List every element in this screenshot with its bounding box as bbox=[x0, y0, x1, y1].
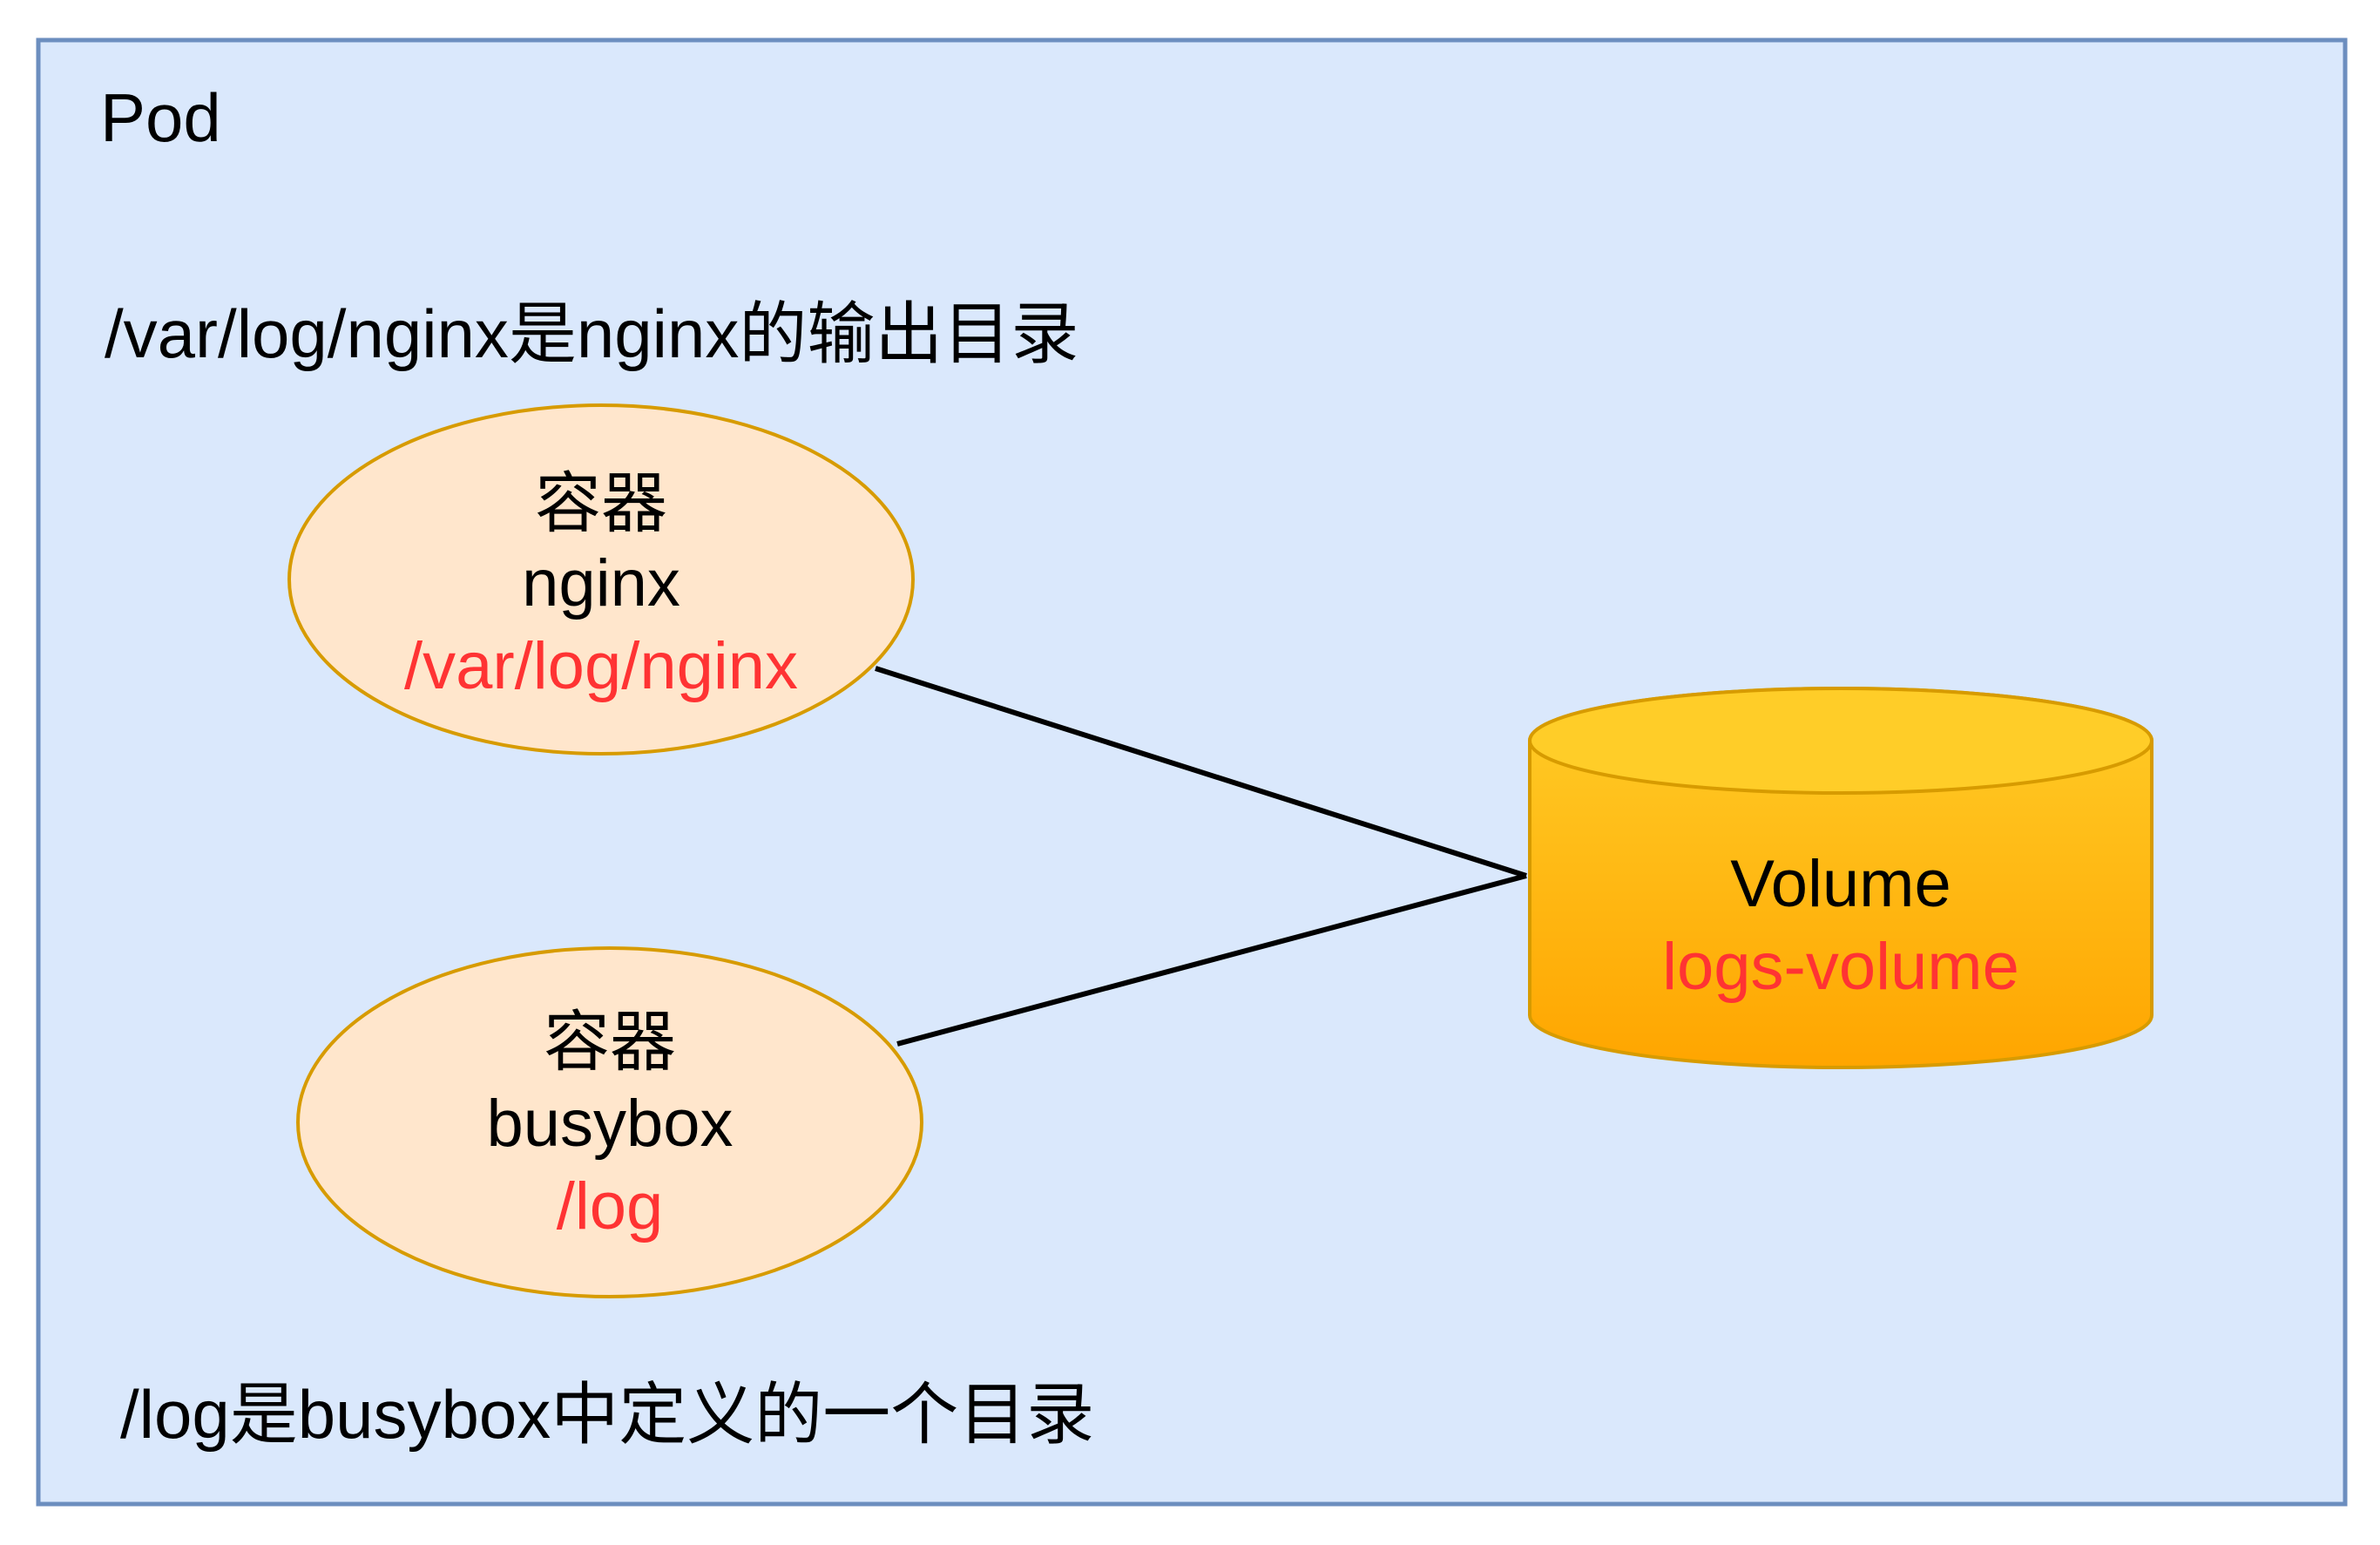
container-busybox-path: /log bbox=[557, 1169, 664, 1243]
container-busybox-shape bbox=[296, 946, 923, 1298]
connector-busybox-volume bbox=[896, 873, 1527, 1047]
container-busybox-kind: 容器 bbox=[544, 1006, 676, 1080]
container-nginx-name: nginx bbox=[522, 546, 680, 620]
connector-nginx-volume bbox=[875, 666, 1527, 878]
container-nginx-shape bbox=[287, 403, 915, 756]
container-nginx-kind: 容器 bbox=[535, 467, 667, 541]
pod-label: Pod bbox=[100, 79, 221, 156]
pod-note-bottom: /log是busybox中定义的一个目录 bbox=[120, 1376, 1094, 1453]
container-nginx: 容器 nginx /var/log/nginx bbox=[287, 403, 915, 756]
volume-cylinder: Volume logs-volume bbox=[1528, 687, 2153, 1069]
container-busybox-name: busybox bbox=[486, 1087, 733, 1161]
container-busybox: 容器 busybox /log bbox=[296, 946, 923, 1298]
volume-label: Volume bbox=[1730, 847, 1951, 921]
pod-note-top: /var/log/nginx是nginx的输出目录 bbox=[105, 295, 1078, 372]
container-nginx-path: /var/log/nginx bbox=[404, 629, 798, 703]
volume-name: logs-volume bbox=[1662, 930, 2019, 1004]
volume-top bbox=[1528, 687, 2153, 795]
